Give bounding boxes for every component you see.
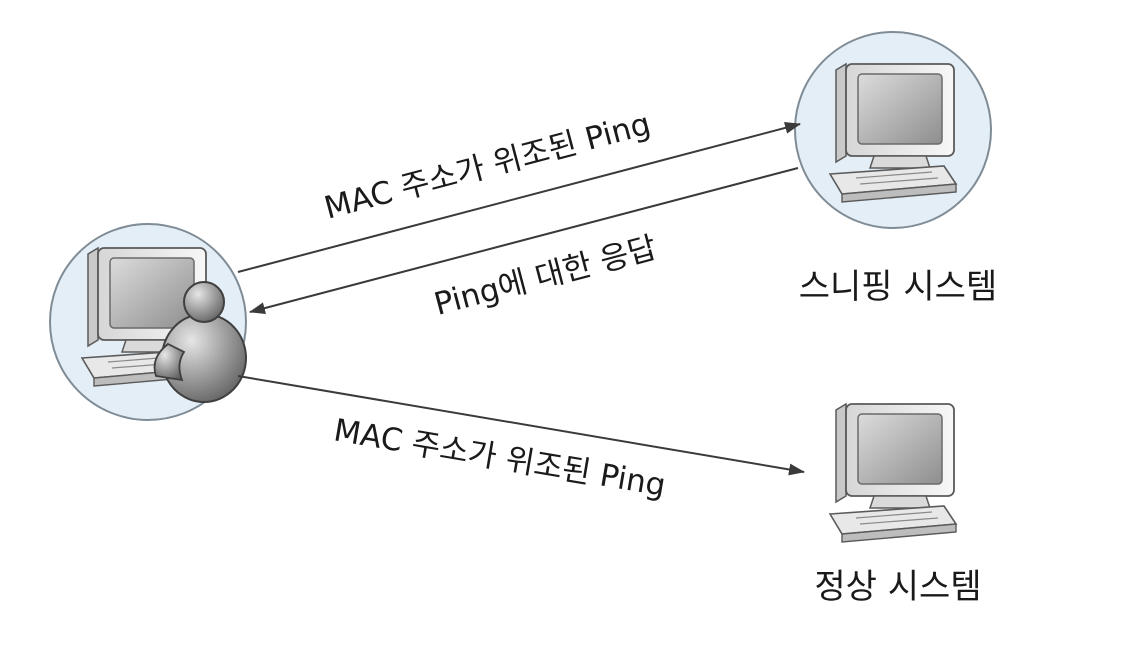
attacker-node bbox=[49, 223, 247, 421]
arrow-line bbox=[237, 122, 801, 273]
edge-label-spoofed-ping: MAC 주소가 위조된 Ping bbox=[321, 106, 655, 227]
sniffing-system-label: 스니핑 시스템 bbox=[799, 267, 998, 307]
computer-icon bbox=[829, 403, 957, 543]
computer-user-icon bbox=[81, 247, 247, 403]
arrow-line bbox=[237, 375, 805, 476]
normal-system-label: 정상 시스템 bbox=[814, 567, 981, 607]
normal-system-node: 정상 시스템 bbox=[814, 403, 982, 607]
computer-icon bbox=[829, 63, 957, 203]
edge-spoofed-ping-to-normal: MAC 주소가 위조된 Ping bbox=[237, 375, 805, 504]
arrow-line bbox=[249, 167, 799, 314]
sniffing-system-node: 스니핑 시스템 bbox=[794, 31, 998, 307]
edge-label-spoofed-ping: MAC 주소가 위조된 Ping bbox=[331, 412, 668, 503]
edge-label-ping-reply: Ping에 대한 응답 bbox=[431, 230, 661, 323]
